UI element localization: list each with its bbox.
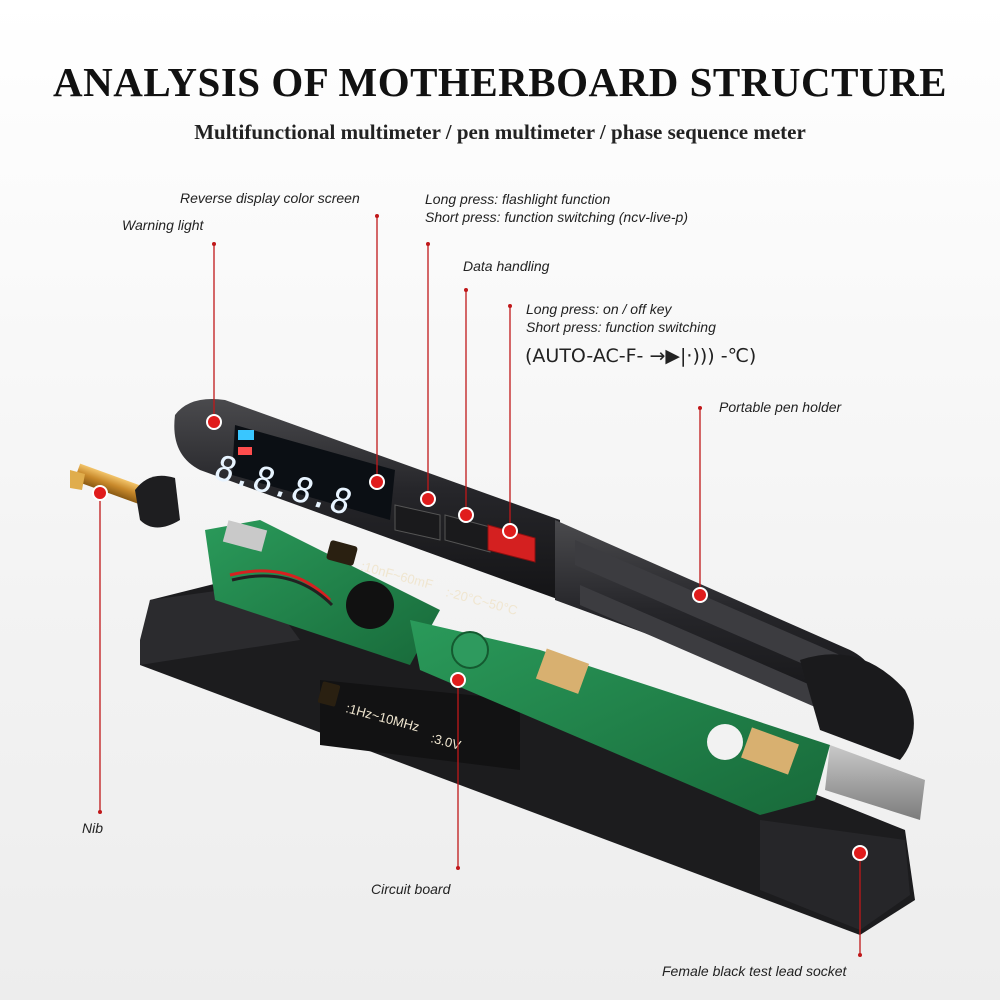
function-sequence: (AUTO-AC-F- →▶|·))) -℃) xyxy=(525,345,756,367)
label-flashlight-line2: Short press: function switching (ncv-liv… xyxy=(425,209,688,225)
label-reverse-display: Reverse display color screen xyxy=(180,190,360,206)
marker-pen-holder xyxy=(692,587,708,603)
marker-power-key xyxy=(502,523,518,539)
leader-lines xyxy=(99,216,861,955)
marker-test-lead-socket xyxy=(852,845,868,861)
button-flashlight[interactable] xyxy=(394,504,441,541)
nib-tip xyxy=(70,463,180,528)
marker-flashlight-key xyxy=(420,491,436,507)
function-sequence-end: -℃) xyxy=(720,345,757,367)
button-data-hold[interactable] xyxy=(444,514,491,553)
marker-warning-light xyxy=(206,414,222,430)
page-subtitle: Multifunctional multimeter / pen multime… xyxy=(194,120,806,144)
label-power-line1: Long press: on / off key xyxy=(526,301,672,317)
button-power[interactable] xyxy=(487,524,536,563)
marker-circuit-board xyxy=(450,672,466,688)
marker-display xyxy=(369,474,385,490)
page-title: ANALYSIS OF MOTHERBOARD STRUCTURE xyxy=(53,59,947,105)
label-power-line2: Short press: function switching xyxy=(526,319,716,335)
label-nib: Nib xyxy=(82,820,104,836)
marker-nib xyxy=(92,485,108,501)
callout-markers xyxy=(92,214,868,957)
label-flashlight-line1: Long press: flashlight function xyxy=(425,191,611,207)
circuit-board xyxy=(205,520,830,815)
diode-buzzer-icon: →▶|·))) xyxy=(649,345,715,367)
spec-label-temperature: :-20°C~50°C xyxy=(444,584,519,618)
lower-shell xyxy=(140,575,915,935)
function-sequence-text: (AUTO-AC-F- xyxy=(525,345,644,367)
label-warning-light: Warning light xyxy=(122,217,204,233)
marker-data-key xyxy=(458,507,474,523)
label-portable-holder: Portable pen holder xyxy=(719,399,842,415)
label-female-socket: Female black test lead socket xyxy=(662,963,847,979)
label-data-handling: Data handling xyxy=(463,258,550,274)
svg-text::-20°C~50°C: :-20°C~50°C xyxy=(444,584,519,618)
label-circuit-board: Circuit board xyxy=(371,881,451,897)
